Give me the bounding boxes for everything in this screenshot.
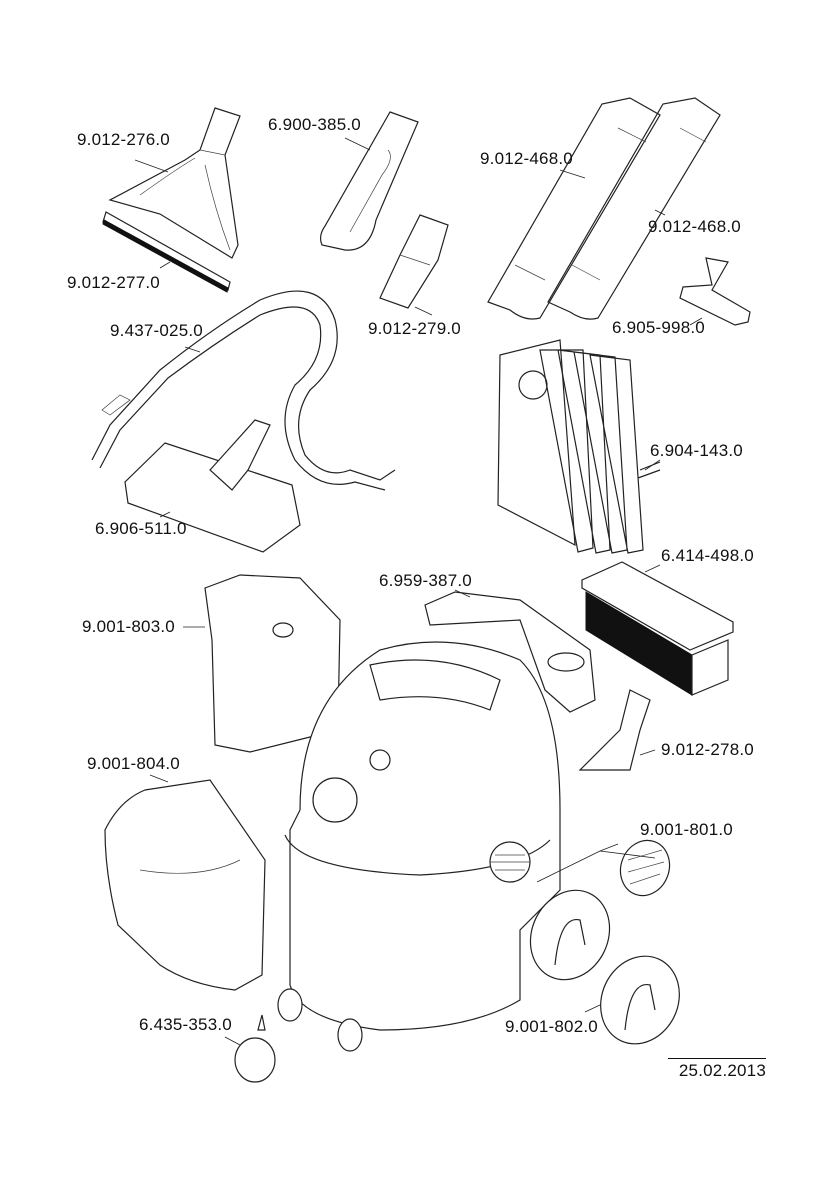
part-label-9-012-468-0-a: 9.012-468.0 (480, 149, 573, 168)
part-label-6-905-998-0: 6.905-998.0 (612, 318, 705, 337)
nozzle-strip-drawing (102, 211, 231, 293)
part-label-9-001-803-0: 9.001-803.0 (82, 617, 175, 636)
part-label-6-906-511-0: 6.906-511.0 (95, 519, 187, 538)
upholstery-tool-drawing (679, 257, 751, 326)
leader-lines (134, 137, 703, 1046)
adapter-drawing (379, 214, 449, 309)
part-label-9-012-276-0: 9.012-276.0 (77, 130, 170, 149)
part-label-9-001-804-0: 9.001-804.0 (87, 754, 180, 773)
part-label-9-437-025-0: 9.437-025.0 (110, 321, 203, 340)
part-label-9-012-279-0: 9.012-279.0 (368, 319, 461, 338)
part-label-6-900-385-0: 6.900-385.0 (268, 115, 361, 134)
lower-insert-drawing (104, 779, 266, 991)
floor-nozzle-drawing (124, 419, 301, 553)
part-label-6-904-143-0: 6.904-143.0 (650, 441, 743, 460)
castor-drawing (234, 1014, 276, 1083)
wheels-drawing (277, 889, 680, 1052)
part-label-9-012-277-0: 9.012-277.0 (67, 273, 160, 292)
flat-filter-drawing (581, 561, 734, 696)
accessory-holder-drawing (424, 591, 596, 713)
part-label-6-959-387-0: 6.959-387.0 (379, 571, 472, 590)
part-label-9-012-468-0-b: 9.012-468.0 (648, 217, 741, 236)
part-label-9-012-278-0: 9.012-278.0 (661, 740, 754, 759)
part-label-6-414-498-0: 6.414-498.0 (661, 546, 754, 565)
part-label-9-001-801-0: 9.001-801.0 (640, 820, 733, 839)
upholstery-nozzle-drawing (108, 107, 241, 259)
vacuum-body-drawing (284, 641, 561, 1031)
crevice-nozzle-drawing (319, 111, 419, 251)
suction-tubes-drawing (487, 97, 721, 320)
suction-hose-drawing (91, 290, 396, 491)
filter-bags-drawing (497, 339, 661, 554)
cap-drawing (619, 839, 671, 897)
hand-nozzle-drawing (578, 689, 651, 771)
part-label-9-001-802-0: 9.001-802.0 (505, 1017, 598, 1036)
revision-date: 25.02.2013 (668, 1058, 766, 1081)
part-label-6-435-353-0: 6.435-353.0 (139, 1015, 232, 1034)
